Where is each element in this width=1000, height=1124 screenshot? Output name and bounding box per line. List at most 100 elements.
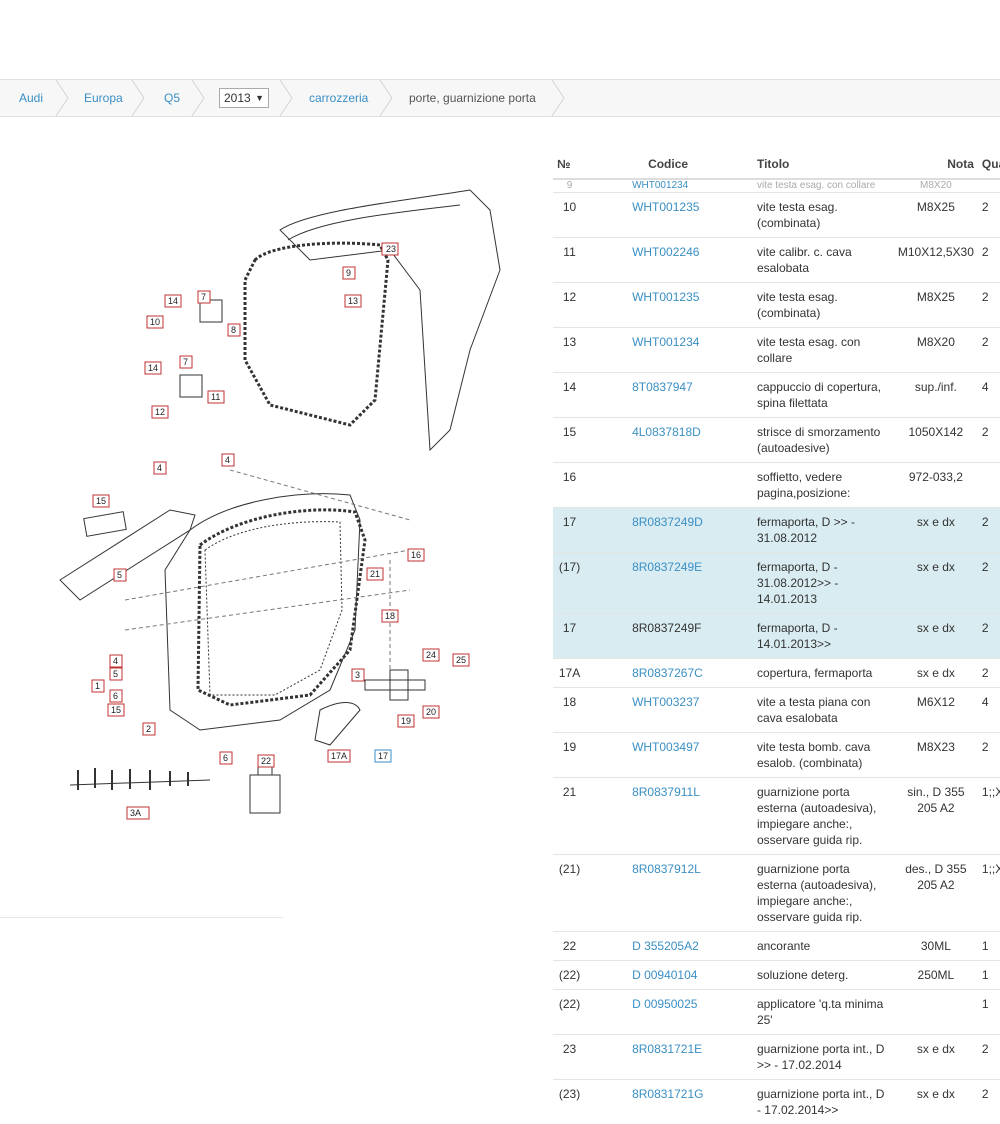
callout-7a: 7 (198, 291, 210, 303)
cell-title: vite testa esag. con collare (747, 328, 894, 373)
cell-qty: 1 (978, 932, 1000, 961)
callout-5: 5 (114, 569, 126, 581)
chevron-right-icon (550, 80, 566, 116)
cell-code[interactable]: WHT001235 (586, 283, 747, 328)
callout-2: 2 (143, 723, 155, 735)
cell-nota: sx e dx (894, 553, 978, 614)
cell-code[interactable]: D 00940104 (586, 961, 747, 990)
table-row-partial: 9 WHT001234 vite testa esag. con collare… (553, 179, 1000, 193)
cell-title: fermaporta, D - 31.08.2012>> - 14.01.201… (747, 553, 894, 614)
cell-no: 22 (553, 932, 586, 961)
breadcrumb-q5[interactable]: Q5 (164, 80, 180, 116)
cell-code[interactable]: WHT003497 (586, 733, 747, 778)
cell-title: vite a testa piana con cava esalobata (747, 688, 894, 733)
svg-text:24: 24 (426, 650, 436, 660)
callout-7b: 7 (180, 356, 192, 368)
year-select[interactable]: 2013 ▼ (219, 88, 269, 108)
cell-no: 16 (553, 463, 586, 508)
svg-text:15: 15 (96, 496, 106, 506)
cell-nota: sx e dx (894, 659, 978, 688)
year-select-value: 2013 (224, 89, 251, 107)
svg-text:5: 5 (113, 669, 118, 679)
cell-qty: 2 (978, 614, 1000, 659)
cell-code[interactable]: WHT002246 (586, 238, 747, 283)
cell-code[interactable]: 8R0837249D (586, 508, 747, 553)
svg-text:4: 4 (157, 463, 162, 473)
svg-text:21: 21 (370, 569, 380, 579)
cell-code[interactable]: 8T0837947 (586, 373, 747, 418)
col-header-nota[interactable]: Nota (894, 150, 978, 179)
cell-code[interactable]: 4L0837818D (586, 418, 747, 463)
cell-nota: sup./inf. (894, 373, 978, 418)
col-header-qty[interactable]: Qua (978, 150, 1000, 179)
breadcrumb-europa[interactable]: Europa (84, 80, 123, 116)
cell-nota: M10X12,5X30 (894, 238, 978, 283)
cell-code[interactable]: 8R0837267C (586, 659, 747, 688)
cell-nota: M8X25 (894, 283, 978, 328)
caret-down-icon: ▼ (255, 89, 264, 107)
cell-nota: sx e dx (894, 1080, 978, 1124)
cell-qty: 2 (978, 659, 1000, 688)
cell-code[interactable]: 8R0837249E (586, 553, 747, 614)
cell-qty: 2 (978, 733, 1000, 778)
partial-cell-code: WHT001234 (586, 179, 747, 193)
cell-code[interactable]: 8R0831721G (586, 1080, 747, 1124)
cell-code[interactable]: WHT001235 (586, 193, 747, 238)
cell-code[interactable]: 8R0837911L (586, 778, 747, 855)
chevron-right-icon (130, 80, 146, 116)
cell-title: applicatore 'q.ta minima 25' (747, 990, 894, 1035)
svg-text:16: 16 (411, 550, 421, 560)
cell-no: (22) (553, 990, 586, 1035)
callout-12: 12 (152, 406, 168, 418)
callout-11: 11 (208, 391, 224, 403)
chevron-right-icon (190, 80, 206, 116)
cell-title: guarnizione porta esterna (autoadesiva),… (747, 778, 894, 855)
cell-code[interactable]: D 355205A2 (586, 932, 747, 961)
cell-no: (22) (553, 961, 586, 990)
cell-code[interactable]: D 00950025 (586, 990, 747, 1035)
cell-qty: 2 (978, 328, 1000, 373)
cell-code (586, 463, 747, 508)
col-header-title[interactable]: Titolo (747, 150, 894, 179)
cell-code[interactable]: WHT003237 (586, 688, 747, 733)
breadcrumb-audi[interactable]: Audi (19, 80, 43, 116)
cell-code[interactable]: WHT001234 (586, 328, 747, 373)
cell-no: 17 (553, 614, 586, 659)
cell-title: vite testa bomb. cava esalob. (combinata… (747, 733, 894, 778)
breadcrumb-carrozzeria[interactable]: carrozzeria (309, 80, 368, 116)
callout-21: 21 (367, 568, 383, 580)
col-header-no[interactable]: № (553, 150, 586, 179)
cell-code[interactable]: 8R0837912L (586, 855, 747, 932)
cell-no: (23) (553, 1080, 586, 1124)
callout-10: 10 (147, 316, 163, 328)
cell-code[interactable]: 8R0831721E (586, 1035, 747, 1080)
callout-6b: 6 (220, 752, 232, 764)
svg-text:2: 2 (146, 724, 151, 734)
svg-text:8: 8 (231, 325, 236, 335)
col-header-code[interactable]: Codice (586, 150, 747, 179)
cell-nota: M8X20 (894, 328, 978, 373)
cell-nota: sx e dx (894, 1035, 978, 1080)
callout-13: 13 (345, 295, 361, 307)
callout-8: 8 (228, 324, 240, 336)
